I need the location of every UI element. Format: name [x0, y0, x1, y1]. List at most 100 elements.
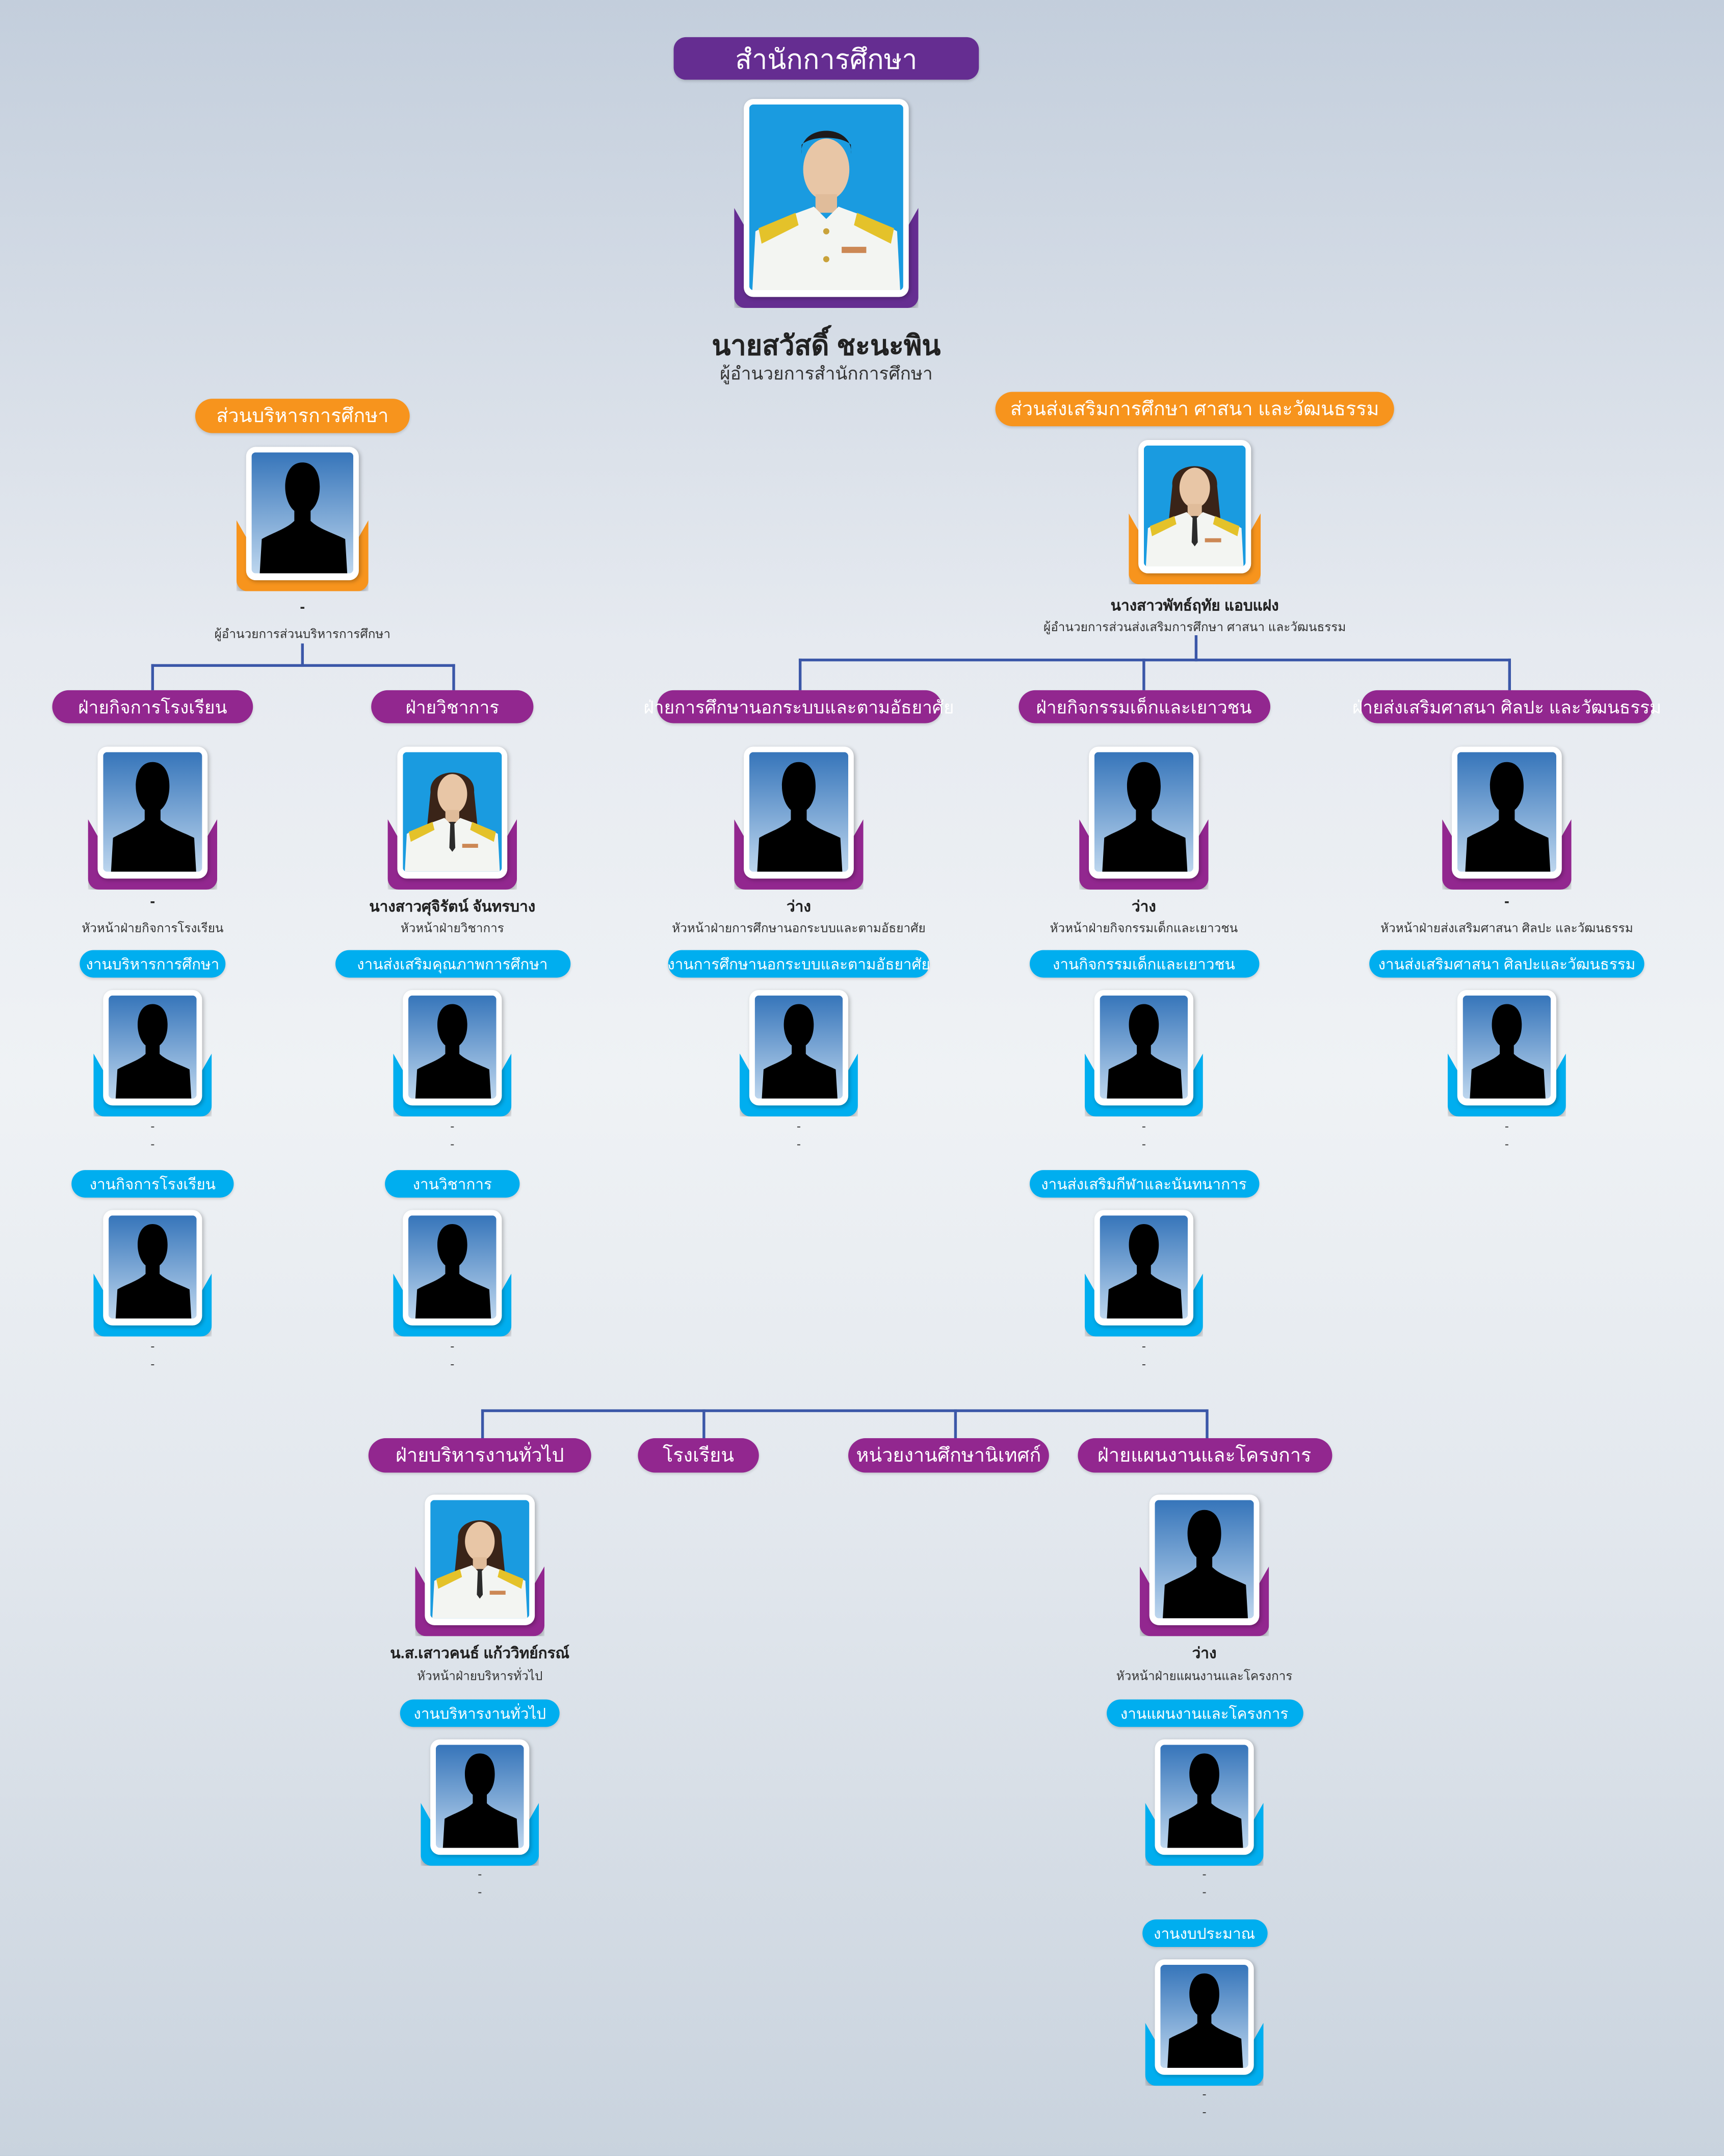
unit-staff-name: - — [150, 1119, 155, 1133]
director-position: ผู้อำนวยการสำนักการศึกษา — [720, 363, 933, 384]
placeholder-silhouette-icon — [1160, 1745, 1248, 1848]
unit-staff-position: - — [796, 1137, 801, 1151]
unit-staff-position: - — [1202, 1885, 1207, 1899]
connector-line — [301, 643, 304, 667]
connector-line — [481, 1409, 1207, 1412]
unit-staff-name: - — [1141, 1119, 1146, 1133]
division-head-photo-card — [97, 746, 208, 879]
unit-staff-photo-card — [1155, 1959, 1254, 2075]
unit-title[interactable]: งานส่งเสริมคุณภาพการศึกษา — [334, 950, 570, 978]
unit-staff-name: - — [450, 1119, 455, 1133]
office-division-head-position: หัวหน้าฝ่ายบริหารทั่วไป — [417, 1669, 543, 1683]
placeholder-silhouette-icon — [103, 752, 202, 872]
office-division-title[interactable]: ฝ่ายแผนงานและโครงการ — [1077, 1438, 1332, 1473]
unit-title[interactable]: งานงบประมาณ — [1141, 1919, 1267, 1947]
unit-staff-position: - — [450, 1137, 455, 1151]
placeholder-silhouette-icon — [109, 1215, 197, 1319]
section-title[interactable]: ส่วนส่งเสริมการศึกษา ศาสนา และวัฒนธรรม — [995, 392, 1394, 427]
unit-staff-photo-card — [430, 1739, 530, 1855]
connector-line — [151, 664, 455, 667]
connector-line — [798, 658, 1511, 662]
unit-staff-position: - — [450, 1357, 455, 1371]
unit-staff-photo-card — [103, 990, 202, 1106]
section-head-photo-card — [1138, 440, 1251, 574]
division-head-position: หัวหน้าฝ่ายกิจกรรมเด็กและเยาวชน — [1050, 921, 1238, 935]
division-head-name: - — [150, 894, 155, 911]
office-division-title[interactable]: โรงเรียน — [638, 1438, 759, 1473]
connector-line — [954, 1409, 957, 1439]
placeholder-silhouette-icon — [1155, 1500, 1254, 1619]
office-division-head-name: ว่าง — [1192, 1646, 1217, 1663]
division-head-photo-card — [1452, 746, 1562, 879]
placeholder-silhouette-icon — [251, 452, 354, 574]
division-head-position: หัวหน้าฝ่ายกิจการโรงเรียน — [82, 921, 224, 935]
connector-line — [798, 658, 802, 690]
unit-staff-position: - — [478, 1885, 482, 1899]
placeholder-silhouette-icon — [408, 995, 497, 1099]
placeholder-silhouette-icon — [749, 752, 849, 872]
division-title[interactable]: ฝ่ายกิจกรรมเด็กและเยาวชน — [1018, 690, 1270, 723]
director-name: นายสวัสดิ์ ชะนะพิน — [712, 331, 941, 362]
division-title[interactable]: ฝ่ายส่งเสริมศาสนา ศิลปะ และวัฒนธรรม — [1352, 690, 1661, 723]
portrait-photo — [430, 1500, 530, 1619]
office-division-title[interactable]: หน่วยงานศึกษานิเทศก์ — [848, 1438, 1049, 1473]
office-division-title[interactable]: ฝ่ายบริหารงานทั่วไป — [368, 1438, 591, 1473]
unit-staff-name: - — [1504, 1119, 1509, 1133]
placeholder-silhouette-icon — [1160, 1965, 1248, 2068]
unit-staff-name: - — [1202, 2087, 1207, 2101]
unit-staff-photo-card — [1457, 990, 1557, 1106]
unit-title[interactable]: งานกิจกรรมเด็กและเยาวชน — [1029, 950, 1259, 978]
unit-staff-name: - — [1141, 1339, 1146, 1353]
unit-staff-photo-card — [1094, 1210, 1193, 1326]
unit-staff-name: - — [478, 1867, 482, 1881]
division-head-photo-card — [1089, 746, 1199, 879]
unit-staff-photo-card — [1155, 1739, 1254, 1855]
placeholder-silhouette-icon — [435, 1745, 524, 1848]
unit-staff-name: - — [1202, 1867, 1207, 1881]
unit-staff-name: - — [796, 1119, 801, 1133]
office-division-head-name: น.ส.เสาวคนธ์ แก้ววิทย์กรณ์ — [390, 1646, 570, 1663]
unit-title[interactable]: งานการศึกษานอกระบบและตามอัธยาศัย — [667, 950, 930, 978]
division-head-position: หัวหน้าฝ่ายส่งเสริมศาสนา ศิลปะ และวัฒนธร… — [1380, 921, 1633, 935]
section-head-name: - — [300, 599, 305, 616]
unit-staff-photo-card — [1094, 990, 1193, 1106]
portrait-photo — [749, 104, 903, 291]
division-title[interactable]: ฝ่ายกิจการโรงเรียน — [52, 690, 253, 723]
unit-staff-photo-card — [749, 990, 849, 1106]
unit-staff-photo-card — [403, 1210, 502, 1326]
division-head-name: ว่าง — [1131, 899, 1156, 916]
unit-title[interactable]: งานส่งเสริมศาสนา ศิลปะและวัฒนธรรม — [1369, 950, 1644, 978]
unit-staff-position: - — [1504, 1137, 1509, 1151]
division-head-position: หัวหน้าฝ่ายการศึกษานอกระบบและตามอัธยาศัย — [672, 921, 926, 935]
unit-title[interactable]: งานวิชาการ — [385, 1170, 520, 1198]
section-head-photo-card — [246, 447, 359, 581]
division-head-name: - — [1504, 894, 1509, 911]
portrait-photo — [403, 752, 502, 872]
section-head-name: นางสาวพัทธ์ฤทัย แอบแฝง — [1110, 598, 1279, 615]
division-title[interactable]: ฝ่ายการศึกษานอกระบบและตามอัธยาศัย — [643, 690, 954, 723]
portrait-photo — [1143, 445, 1246, 567]
office-division-head-position: หัวหน้าฝ่ายแผนงานและโครงการ — [1116, 1669, 1293, 1683]
connector-line — [452, 664, 455, 690]
connector-line — [1508, 658, 1511, 690]
division-head-name: ว่าง — [787, 899, 811, 916]
unit-title[interactable]: งานบริหารงานทั่วไป — [400, 1699, 560, 1727]
connector-line — [1206, 1409, 1209, 1439]
connector-line — [1142, 658, 1145, 690]
placeholder-silhouette-icon — [1457, 752, 1557, 872]
unit-staff-photo-card — [103, 1210, 202, 1326]
unit-title[interactable]: งานแผนงานและโครงการ — [1106, 1699, 1303, 1727]
section-title[interactable]: ส่วนบริหารการศึกษา — [195, 399, 410, 433]
unit-staff-name: - — [450, 1339, 455, 1353]
division-title[interactable]: ฝ่ายวิชาการ — [371, 690, 534, 723]
connector-line — [1194, 635, 1198, 662]
division-head-photo-card — [397, 746, 508, 879]
unit-title[interactable]: งานส่งเสริมกีฬาและนันทนาการ — [1029, 1170, 1259, 1198]
unit-title[interactable]: งานกิจการโรงเรียน — [71, 1170, 234, 1198]
division-head-position: หัวหน้าฝ่ายวิชาการ — [400, 921, 504, 935]
unit-staff-position: - — [150, 1357, 155, 1371]
office-title[interactable]: สำนักการศึกษา — [673, 37, 979, 80]
unit-staff-position: - — [1141, 1137, 1146, 1151]
unit-title[interactable]: งานบริหารการศึกษา — [80, 950, 226, 978]
